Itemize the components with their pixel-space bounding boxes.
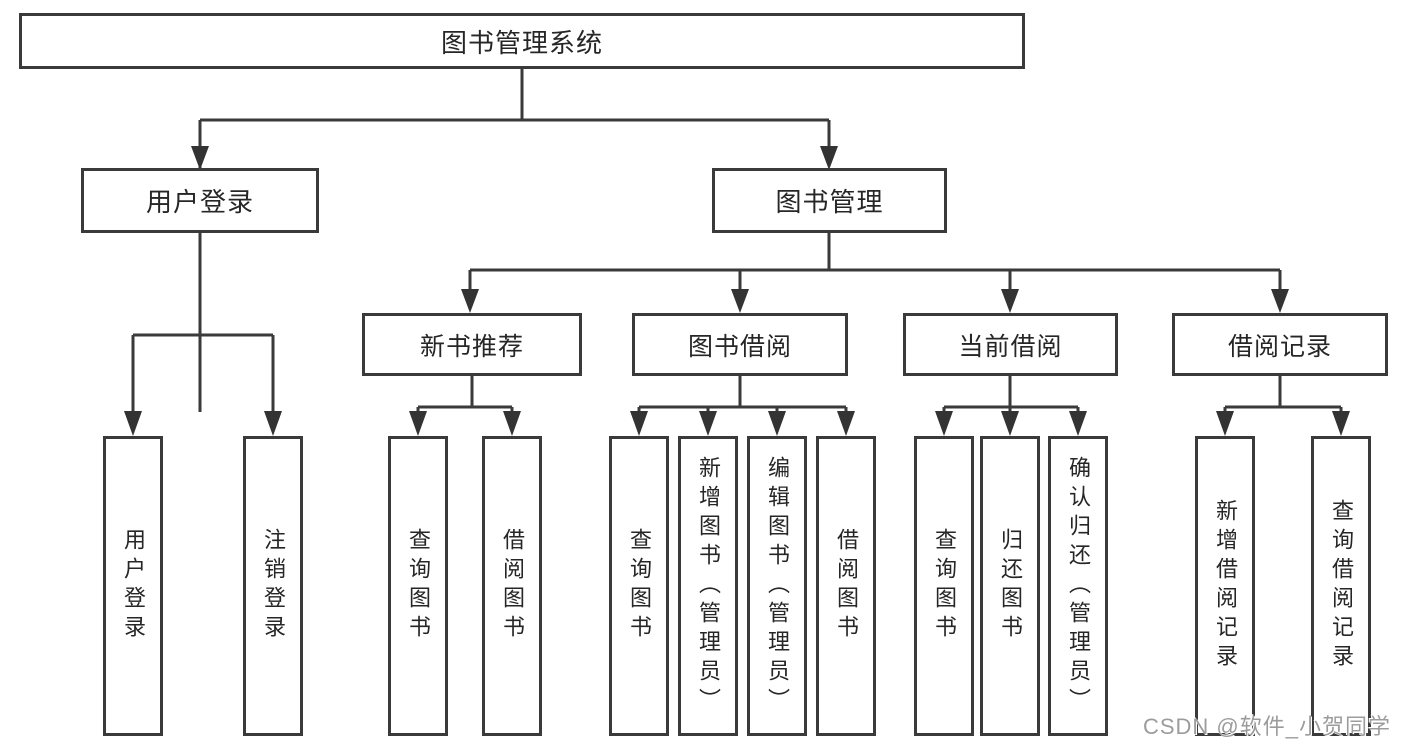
leaf-return-book: 归还图书 [980,436,1040,736]
connector-user-login-to-leaves [124,233,282,436]
node-current-borrowing: 当前借阅 [903,313,1118,376]
leaf-add-book-admin: 新增图书（管理员） [678,436,738,736]
node-user-login-branch: 用户登录 [81,168,319,233]
node-borrowing-records: 借阅记录 [1172,313,1388,376]
leaf-label: 查询图书 [406,528,431,644]
leaf-label: 归还图书 [998,528,1023,644]
leaf-label: 确认归还（管理员） [1066,455,1091,717]
node-library-management-system: 图书管理系统 [19,13,1025,69]
node-label: 图书借阅 [687,332,792,361]
leaf-borrow-books-borrowing: 借阅图书 [816,436,876,736]
node-book-management: 图书管理 [712,168,947,233]
leaf-confirm-return-admin: 确认归还（管理员） [1048,436,1108,736]
node-label: 新书推荐 [419,332,524,361]
leaf-label: 查询借阅记录 [1329,499,1354,673]
leaf-label: 借阅图书 [500,528,525,644]
watermark: CSDN @软件_小贺同学 [1142,714,1391,739]
leaf-query-borrow-record: 查询借阅记录 [1311,436,1371,736]
node-label: 用户登录 [145,187,254,217]
leaf-query-books-current: 查询图书 [914,436,974,736]
leaf-label: 用户登录 [121,528,146,644]
leaf-user-login: 用户登录 [103,436,163,736]
leaf-query-books-borrowing: 查询图书 [609,436,669,736]
node-label: 当前借阅 [958,332,1063,361]
leaf-label: 编辑图书（管理员） [765,455,790,717]
leaf-query-books-recommend: 查询图书 [388,436,448,736]
node-label: 借阅记录 [1227,332,1332,361]
leaf-label: 注销登录 [261,528,286,644]
node-new-book-recommendation: 新书推荐 [362,313,582,376]
leaf-label: 新增图书（管理员） [696,455,721,717]
connector-book-borrowing-to-leaves [630,376,855,436]
node-book-borrowing: 图书借阅 [632,313,848,376]
leaf-borrow-books-recommend: 借阅图书 [482,436,542,736]
leaf-label: 查询图书 [932,528,957,644]
leaf-edit-book-admin: 编辑图书（管理员） [747,436,807,736]
leaf-label: 查询图书 [627,528,652,644]
connector-book-management-to-level3 [461,233,1289,313]
node-label: 图书管理系统 [440,27,603,58]
connector-current-borrowing-to-leaves [935,376,1087,436]
leaf-label: 新增借阅记录 [1213,499,1238,673]
connector-new-book-to-leaves [409,376,521,436]
node-label: 图书管理 [775,187,884,217]
leaf-logout: 注销登录 [243,436,303,736]
leaf-add-borrow-record: 新增借阅记录 [1195,436,1255,736]
leaf-label: 借阅图书 [834,528,859,644]
connector-borrow-records-to-leaves [1216,376,1350,436]
